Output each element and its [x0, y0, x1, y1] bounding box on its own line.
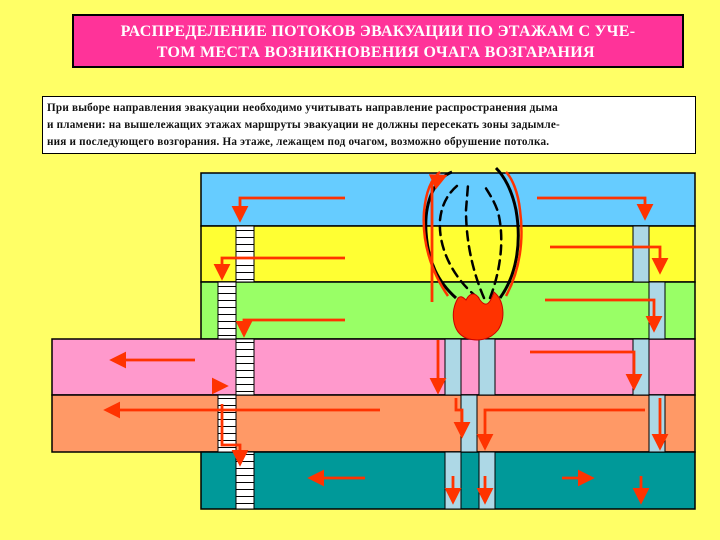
slide-title: РАСПРЕДЕЛЕНИЕ ПОТОКОВ ЭВАКУАЦИИ ПО ЭТАЖА…: [72, 14, 684, 68]
arrow-f2-left: [213, 256, 345, 281]
title-line-1: РАСПРЕДЕЛЕНИЕ ПОТОКОВ ЭВАКУАЦИИ ПО ЭТАЖА…: [120, 23, 636, 40]
arrow-f2-right: [550, 245, 669, 275]
arrow-f1-right: [537, 196, 654, 221]
title-line-2: ТОМ МЕСТА ВОЗНИКНОВЕНИЯ ОЧАГА ВОЗГАРАНИЯ…: [156, 44, 600, 61]
smoke-paths: [438, 183, 503, 300]
arrow-f5-mid: [453, 398, 471, 439]
arrow-f3-right: [545, 298, 663, 333]
floor-4: [51, 338, 696, 396]
floor-5: [51, 394, 696, 453]
fire-icon: [452, 291, 504, 341]
evacuation-arrows: [103, 174, 669, 505]
arrow-f3-left: [235, 318, 345, 338]
description-line-3: ния и последующего возгорания. На этаже,…: [47, 136, 550, 148]
arrow-f5-stairs: [220, 404, 249, 467]
floor-1: [200, 172, 696, 227]
arrow-f4-right: [530, 350, 643, 391]
floor-2: [200, 225, 696, 283]
description-line-1: При выборе направления эвакуации необход…: [47, 102, 558, 114]
description-line-2: и пламени: на вышележащих этажах маршрут…: [47, 119, 560, 131]
arrow-f1-left: [231, 196, 345, 223]
left-staircase: [217, 225, 255, 510]
arrow-f5-right: [476, 408, 645, 451]
description-box: При выборе направления эвакуации необход…: [42, 96, 696, 154]
arrow-f1-up: [428, 174, 448, 302]
